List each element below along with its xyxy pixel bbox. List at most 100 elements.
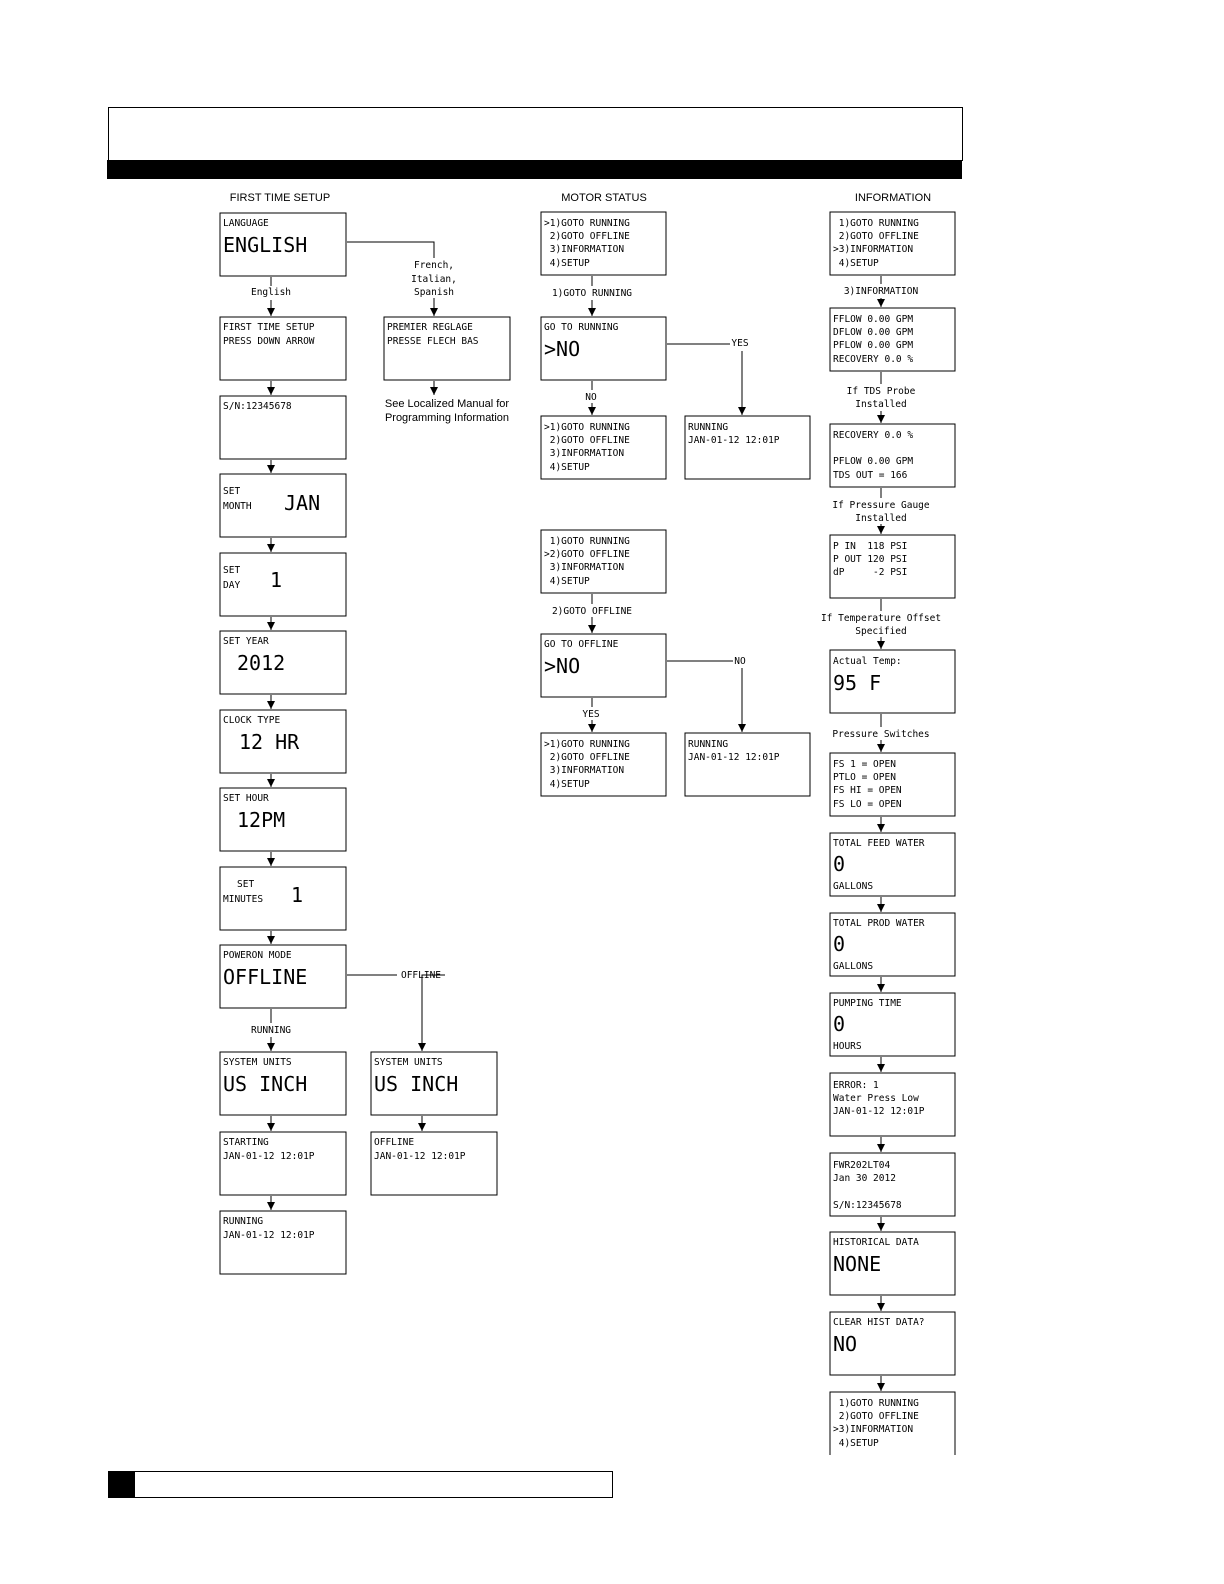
screen-text: RUNNING: [223, 1216, 263, 1227]
page-header-frame: [108, 107, 963, 161]
arrow-head: [267, 387, 275, 395]
screen-box-border: [383, 316, 511, 381]
screen-box-border: [829, 534, 956, 599]
screen-text: DFLOW 0.00 GPM: [833, 327, 913, 338]
arrow-head: [738, 407, 746, 415]
screen-box-border: [219, 630, 347, 695]
screen-text: FS HI = OPEN: [833, 785, 902, 796]
arrow-head: [588, 724, 596, 732]
screen-box-border: [219, 1051, 347, 1116]
column-title-first-time-setup: FIRST TIME SETUP: [230, 192, 330, 204]
screen-text: TOTAL PROD WATER: [833, 918, 925, 929]
screen-text: >NO: [544, 337, 580, 361]
screen-box-border: [829, 1072, 956, 1137]
flow-label-lbl-localized-2: Programming Information: [385, 412, 509, 424]
flow-label-lbl-offline: OFFLINE: [401, 970, 441, 981]
screen-text: 2)GOTO OFFLINE: [833, 1411, 919, 1422]
screen-text: 4)SETUP: [544, 779, 590, 790]
screen-box-border: [370, 1131, 498, 1196]
screen-text: CLOCK TYPE: [223, 715, 280, 726]
screen-text: JAN-01-12 12:01P: [688, 435, 780, 446]
screen-box-border: [829, 832, 956, 897]
screen-text: 3)INFORMATION: [544, 562, 624, 573]
flow-label-lbl-no-1: NO: [585, 392, 597, 403]
screen-text: 1: [291, 883, 303, 907]
screen-text: JAN-01-12 12:01P: [833, 1106, 925, 1117]
arrow-head: [430, 387, 438, 395]
flow-label-lbl-yes-2: YES: [582, 709, 599, 720]
screen-text: RECOVERY 0.0 %: [833, 354, 913, 365]
screen-box-border: [219, 316, 347, 381]
screen-text: GO TO RUNNING: [544, 322, 619, 333]
flow-label-lbl-yes-1: YES: [731, 338, 748, 349]
screen-text: >3)INFORMATION: [833, 1424, 913, 1435]
screen-box-border: [829, 1231, 956, 1296]
screen-text: >1)GOTO RUNNING: [544, 218, 630, 229]
flow-label-lbl-running: RUNNING: [251, 1025, 291, 1036]
screen-text: PFLOW 0.00 GPM: [833, 456, 913, 467]
screen-box-border: [829, 1311, 956, 1376]
screen-text: dP -2 PSI: [833, 567, 907, 578]
arrow-head: [267, 1202, 275, 1210]
screen-text: PREMIER REGLAGE: [387, 322, 473, 333]
flow-label-lbl-temp-1: If Temperature Offset: [821, 613, 941, 624]
screen-box-border: [219, 1131, 347, 1196]
screen-text: POWERON MODE: [223, 950, 292, 961]
screen-text: GO TO OFFLINE: [544, 639, 619, 650]
screen-text: JAN-01-12 12:01P: [223, 1230, 315, 1241]
screen-text: RUNNING: [688, 422, 728, 433]
screen-text: P OUT 120 PSI: [833, 554, 907, 565]
screen-text: RECOVERY 0.0 %: [833, 430, 913, 441]
arrow-head: [267, 1043, 275, 1051]
arrow-head: [267, 936, 275, 944]
screen-text: SET YEAR: [223, 636, 269, 647]
arrow-head: [267, 622, 275, 630]
flow-label-lbl-goto-offline: 2)GOTO OFFLINE: [552, 606, 632, 617]
arrow-head: [267, 858, 275, 866]
screen-text: GALLONS: [833, 881, 873, 892]
screen-text: US INCH: [223, 1072, 307, 1096]
screen-text: LANGUAGE: [223, 218, 269, 229]
arrow-head: [418, 1123, 426, 1131]
screen-box-border: [540, 633, 667, 698]
arrow-head: [267, 308, 275, 316]
screen-text: P IN 118 PSI: [833, 541, 907, 552]
screen-box-ms-goto-offline: GO TO OFFLINE>NO: [540, 633, 667, 698]
arrow-head: [588, 407, 596, 415]
screen-text: 1: [270, 568, 282, 592]
screen-box-info-menu-2: 1)GOTO RUNNING 2)GOTO OFFLINE>3)INFORMAT…: [829, 1391, 956, 1455]
screen-text: PTLO = OPEN: [833, 772, 896, 783]
arrow-head: [877, 744, 885, 752]
flow-label-lbl-french: French,: [414, 260, 454, 271]
screen-text: >1)GOTO RUNNING: [544, 739, 630, 750]
screen-box-border: [829, 912, 956, 977]
screen-text: SET HOUR: [223, 793, 269, 804]
page-header-bar: [107, 160, 962, 179]
flow-label-lbl-tds-2: Installed: [855, 399, 906, 410]
screen-text: >3)INFORMATION: [833, 244, 913, 255]
screen-text: 4)SETUP: [544, 258, 590, 269]
screen-box-border: [540, 415, 667, 480]
screen-text: PRESS DOWN ARROW: [223, 336, 315, 347]
screen-text: 4)SETUP: [544, 462, 590, 473]
screen-text: 4)SETUP: [833, 1438, 879, 1449]
screen-text: JAN: [284, 491, 320, 515]
screen-box-border: [219, 1210, 347, 1275]
screen-text: SYSTEM UNITS: [223, 1057, 292, 1068]
flow-label-lbl-no-2: NO: [734, 656, 746, 667]
